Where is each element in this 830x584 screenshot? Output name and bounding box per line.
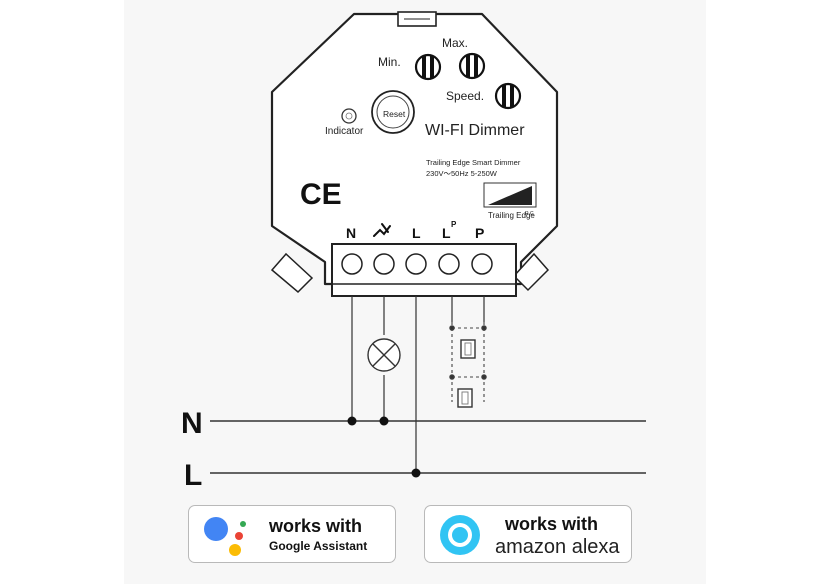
max-potentiometer[interactable]	[458, 52, 486, 80]
terminal-label-p: P	[475, 225, 484, 241]
min-label: Min.	[378, 55, 401, 69]
live-label: L	[184, 459, 202, 492]
trailing-edge-label: Trailing Edge	[488, 211, 535, 220]
terminal-screw-p	[471, 253, 493, 275]
terminal-screw-n	[341, 253, 363, 275]
neutral-junction-lamp	[379, 416, 389, 426]
terminal-label-lp: L	[442, 225, 451, 241]
spec-line-2: 230V～50Hz 5-250W	[426, 169, 498, 178]
google-assistant-icon	[204, 517, 246, 556]
terminal-label-lp-superscript: P	[451, 220, 457, 229]
neutral-junction-n	[347, 416, 357, 426]
terminal-screws	[341, 253, 493, 275]
ce-mark: CE	[300, 178, 342, 211]
max-label: Max.	[442, 36, 468, 50]
google-badge-line2: Google Assistant	[269, 539, 368, 553]
terminal-screw-load	[373, 253, 395, 275]
google-badge-line1: works with	[269, 516, 363, 536]
terminal-label-load-icon	[373, 223, 391, 237]
wires	[351, 296, 485, 473]
live-junction	[411, 468, 421, 478]
terminal-screw-l	[405, 253, 427, 275]
terminal-label-l: L	[412, 225, 421, 241]
speed-potentiometer[interactable]	[494, 82, 522, 110]
reset-label: Reset	[383, 109, 406, 119]
trailing-edge-symbol	[483, 182, 537, 208]
neutral-label: N	[181, 407, 203, 440]
google-assistant-badge: works with Google Assistant	[188, 505, 396, 563]
lamp-symbol	[367, 338, 401, 372]
rc-label: R,C	[525, 211, 534, 217]
push-switch-upper	[449, 322, 487, 382]
device-title: WI-FI Dimmer	[425, 122, 525, 139]
push-switch-lower	[451, 382, 485, 408]
spec-line-1: Trailing Edge Smart Dimmer	[426, 158, 521, 167]
terminal-label-n: N	[346, 225, 356, 241]
indicator-label: Indicator	[325, 126, 364, 137]
live-line	[210, 468, 646, 478]
alexa-badge-line2: amazon alexa	[495, 536, 620, 558]
amazon-alexa-badge: works with amazon alexa	[424, 505, 632, 563]
alexa-icon	[440, 515, 480, 555]
neutral-line	[210, 416, 646, 426]
left-clip	[270, 252, 314, 294]
alexa-badge-line1: works with	[505, 514, 599, 534]
min-potentiometer[interactable]	[414, 53, 442, 81]
terminal-screw-lp	[438, 253, 460, 275]
speed-label: Speed.	[446, 89, 484, 103]
